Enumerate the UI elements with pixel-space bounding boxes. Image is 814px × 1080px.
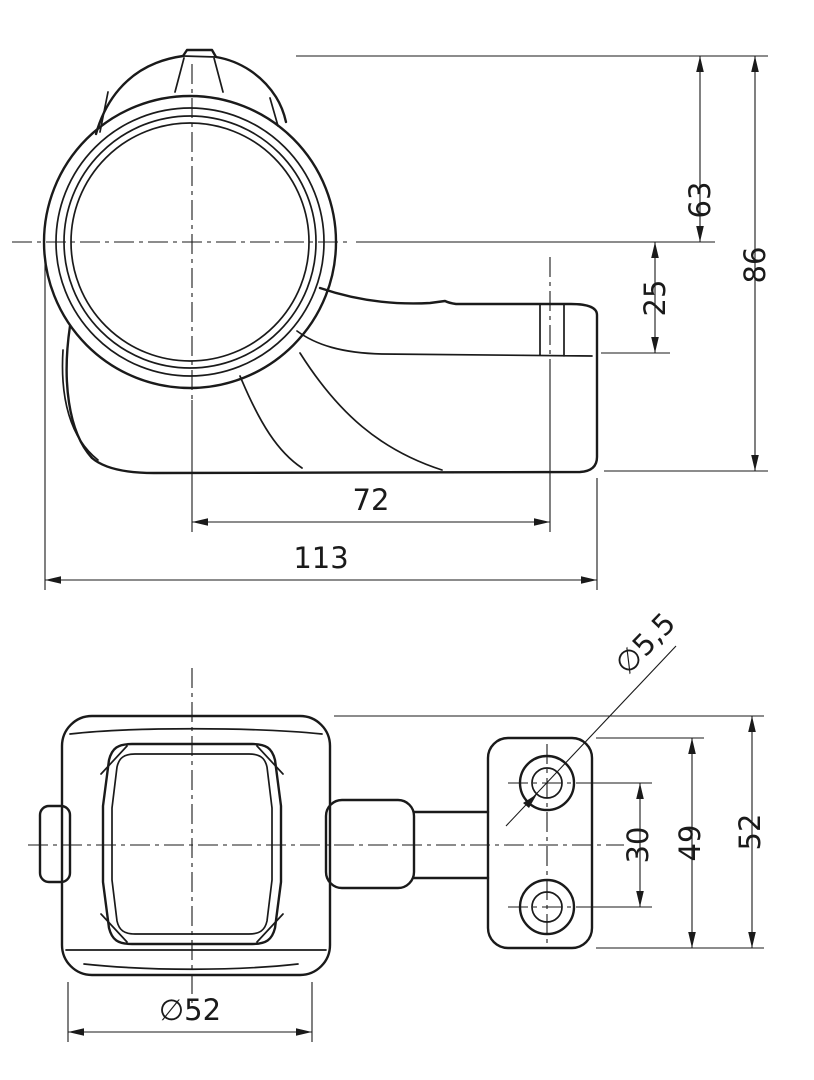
housing-detail-lines xyxy=(61,55,593,471)
dim-text-25: 25 xyxy=(638,280,672,317)
body-seam-lines xyxy=(65,727,327,971)
dim-text-49: 49 xyxy=(673,825,707,862)
side-view-centerlines xyxy=(12,64,551,400)
plan-view-centerlines xyxy=(28,668,624,1008)
plan-view-extension-lines xyxy=(67,715,764,1042)
dim-text-30: 30 xyxy=(621,827,655,864)
arm-edges xyxy=(412,810,490,880)
dim-text-lens-diameter: ∅52 xyxy=(159,993,221,1027)
lens-outline xyxy=(101,742,283,946)
side-view-extension-lines xyxy=(44,55,768,590)
lens-inner-line xyxy=(111,753,273,935)
bracket-plate xyxy=(486,736,594,950)
left-wing xyxy=(38,804,72,884)
hole-leader-arrow xyxy=(523,794,537,808)
lamp-cap-outline xyxy=(94,48,288,136)
plan-view: ∅5,5 30 49 52 ∅52 xyxy=(28,606,767,1042)
lamp-housing-outline xyxy=(65,286,599,475)
dim-text-63: 63 xyxy=(683,182,717,219)
side-view: 63 86 25 72 113 xyxy=(12,48,772,590)
arm-sleeve xyxy=(324,798,416,890)
dim-text-86: 86 xyxy=(738,247,772,284)
dim-text-52: 52 xyxy=(733,814,767,851)
dim-text-hole-diameter: ∅5,5 xyxy=(608,606,682,681)
dim-text-113: 113 xyxy=(293,541,348,575)
dim-text-72: 72 xyxy=(353,483,390,517)
